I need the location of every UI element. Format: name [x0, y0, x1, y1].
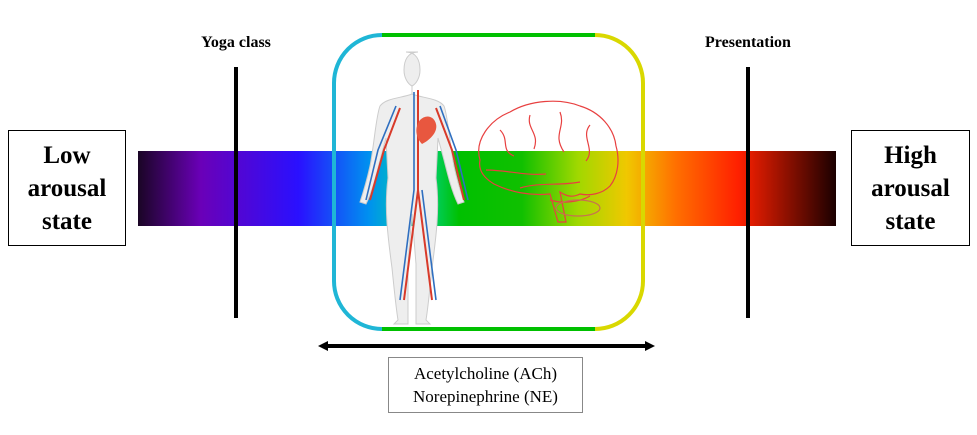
ach-label: Acetylcholine (ACh)	[413, 364, 558, 383]
arousal-spectrum-bar	[138, 151, 836, 226]
ne-label: Norepinephrine (NE)	[413, 387, 558, 406]
brain-icon	[478, 100, 619, 223]
high-line3: state	[885, 207, 936, 235]
low-line3: state	[42, 207, 92, 235]
high-line2: arousal	[871, 174, 950, 202]
low-arousal-state-box: Low arousal state	[8, 130, 126, 246]
high-line1: High	[884, 141, 937, 169]
low-line2: arousal	[27, 174, 107, 202]
optimal-zone-box	[332, 33, 645, 331]
yoga-class-label: Yoga class	[201, 34, 271, 51]
low-line1: Low	[43, 141, 91, 169]
neurotransmitter-box: Acetylcholine (ACh) Norepinephrine (NE)	[388, 357, 583, 413]
presentation-label: Presentation	[705, 34, 791, 51]
human-circulatory-system-icon	[359, 51, 469, 325]
high-arousal-state-box: High arousal state	[851, 130, 970, 246]
